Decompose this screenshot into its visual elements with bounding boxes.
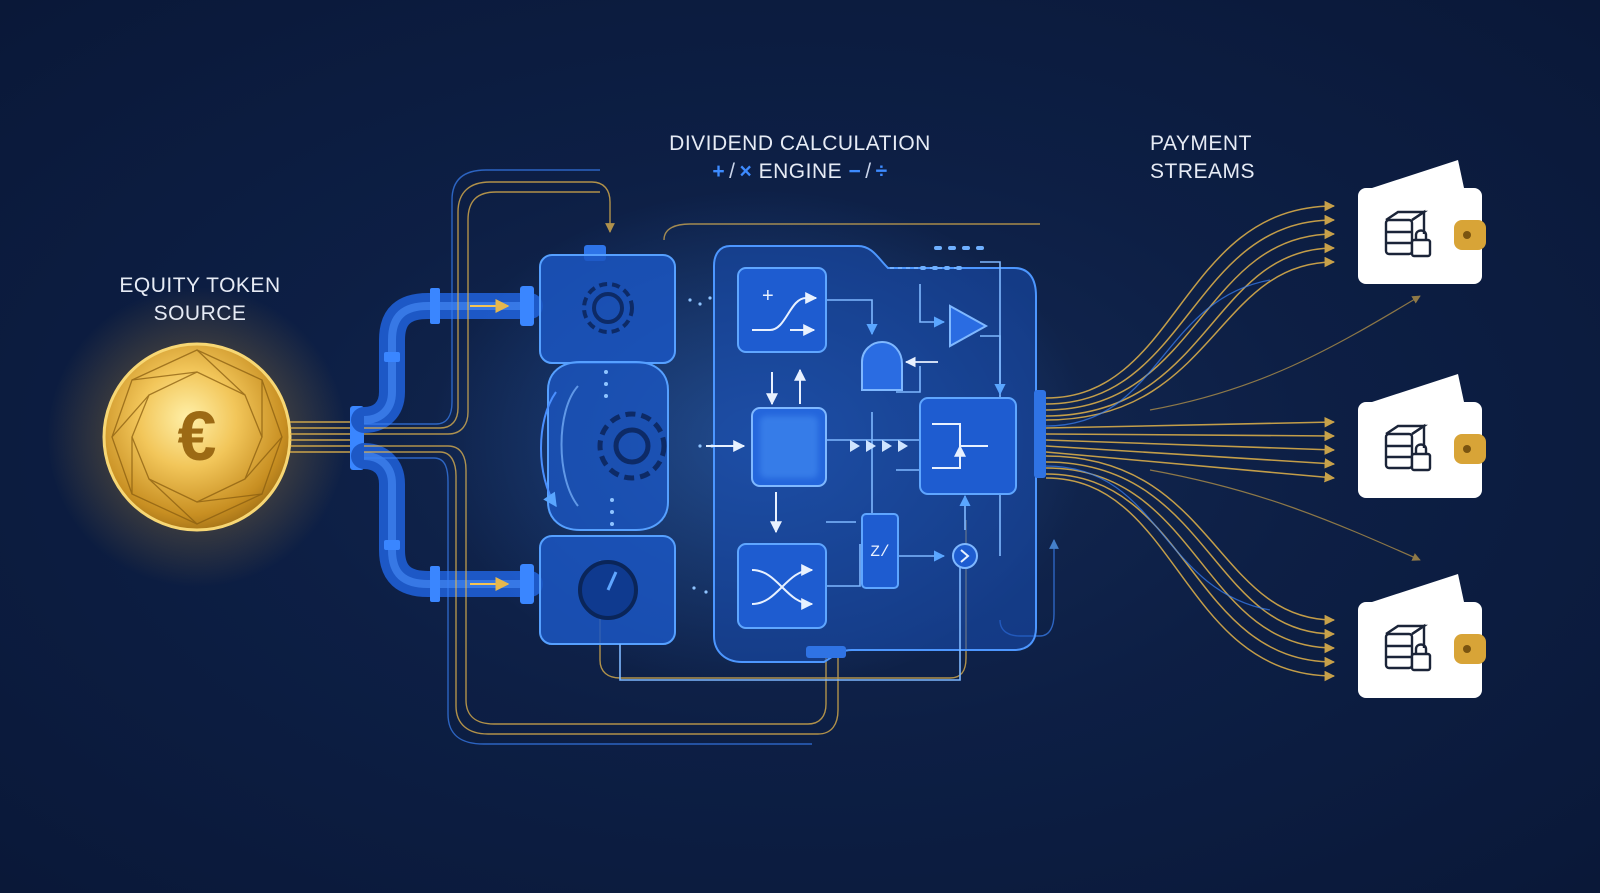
switch-icon <box>752 292 818 331</box>
coin-facets <box>111 349 283 525</box>
payment-stream-lines <box>1045 200 1421 682</box>
gear-icon <box>597 411 667 481</box>
wallet-top <box>1358 160 1486 284</box>
chevron-stream <box>850 440 908 452</box>
times-operator: × <box>739 160 753 183</box>
blue-stream-lines <box>1045 279 1271 611</box>
operator-separator: / <box>729 160 736 183</box>
and-gate-icon <box>861 340 903 391</box>
rotation-arrow <box>540 391 557 508</box>
wallet-icon <box>1358 602 1482 698</box>
wallet-middle <box>1358 374 1486 498</box>
shuffle-module <box>737 543 827 629</box>
gear-module-middle <box>547 361 669 531</box>
engine-word: ENGINE <box>758 160 843 183</box>
source-label: EQUITY TOKEN SOURCE <box>100 272 300 328</box>
gear-icon <box>582 282 634 334</box>
processor-module <box>706 368 827 534</box>
divide-operator: ÷ <box>875 160 888 183</box>
payment-label-line1: PAYMENT <box>1150 132 1252 155</box>
source-label-line2: SOURCE <box>153 302 247 325</box>
dividend-calculation-engine: + <box>430 190 1090 690</box>
comparator-icon <box>952 543 978 569</box>
splitter-icon <box>932 423 988 469</box>
euro-coin-icon: € <box>178 397 217 475</box>
equity-token-source: € <box>47 287 347 587</box>
source-label-line1: EQUITY TOKEN <box>119 274 281 297</box>
operator-separator: / <box>865 160 872 183</box>
gauge-module-bottom <box>539 535 676 645</box>
wallet-icon <box>1358 188 1482 284</box>
engine-label-line1: DIVIDEND CALCULATION <box>669 132 931 155</box>
coin-output-lines <box>290 421 352 453</box>
splitter-module <box>919 397 1017 495</box>
switch-module: + <box>737 267 827 353</box>
minus-operator: − <box>848 160 862 183</box>
amplifier-icon <box>949 304 989 348</box>
engine-label-line2: +/× ENGINE −/÷ <box>640 158 960 186</box>
server-lock-icon <box>1384 623 1432 672</box>
gauge-icon <box>578 560 638 620</box>
wallet-icon <box>1358 402 1482 498</box>
coin-body <box>102 342 292 532</box>
divider-module: Z/ <box>861 513 899 589</box>
payment-label: PAYMENT STREAMS <box>1150 130 1310 186</box>
gear-module-top <box>539 245 676 364</box>
server-lock-icon <box>1384 209 1432 258</box>
engine-label: DIVIDEND CALCULATION +/× ENGINE −/÷ <box>640 130 960 186</box>
payment-label-line2: STREAMS <box>1150 160 1256 183</box>
server-lock-icon <box>1384 423 1432 472</box>
plus-symbol: + <box>762 285 774 307</box>
circuit-wires <box>619 261 1006 681</box>
plus-operator: + <box>712 160 726 183</box>
wallet-bottom <box>1358 574 1486 698</box>
divider-symbol: Z/ <box>870 543 889 561</box>
signal-dashes <box>920 246 984 270</box>
